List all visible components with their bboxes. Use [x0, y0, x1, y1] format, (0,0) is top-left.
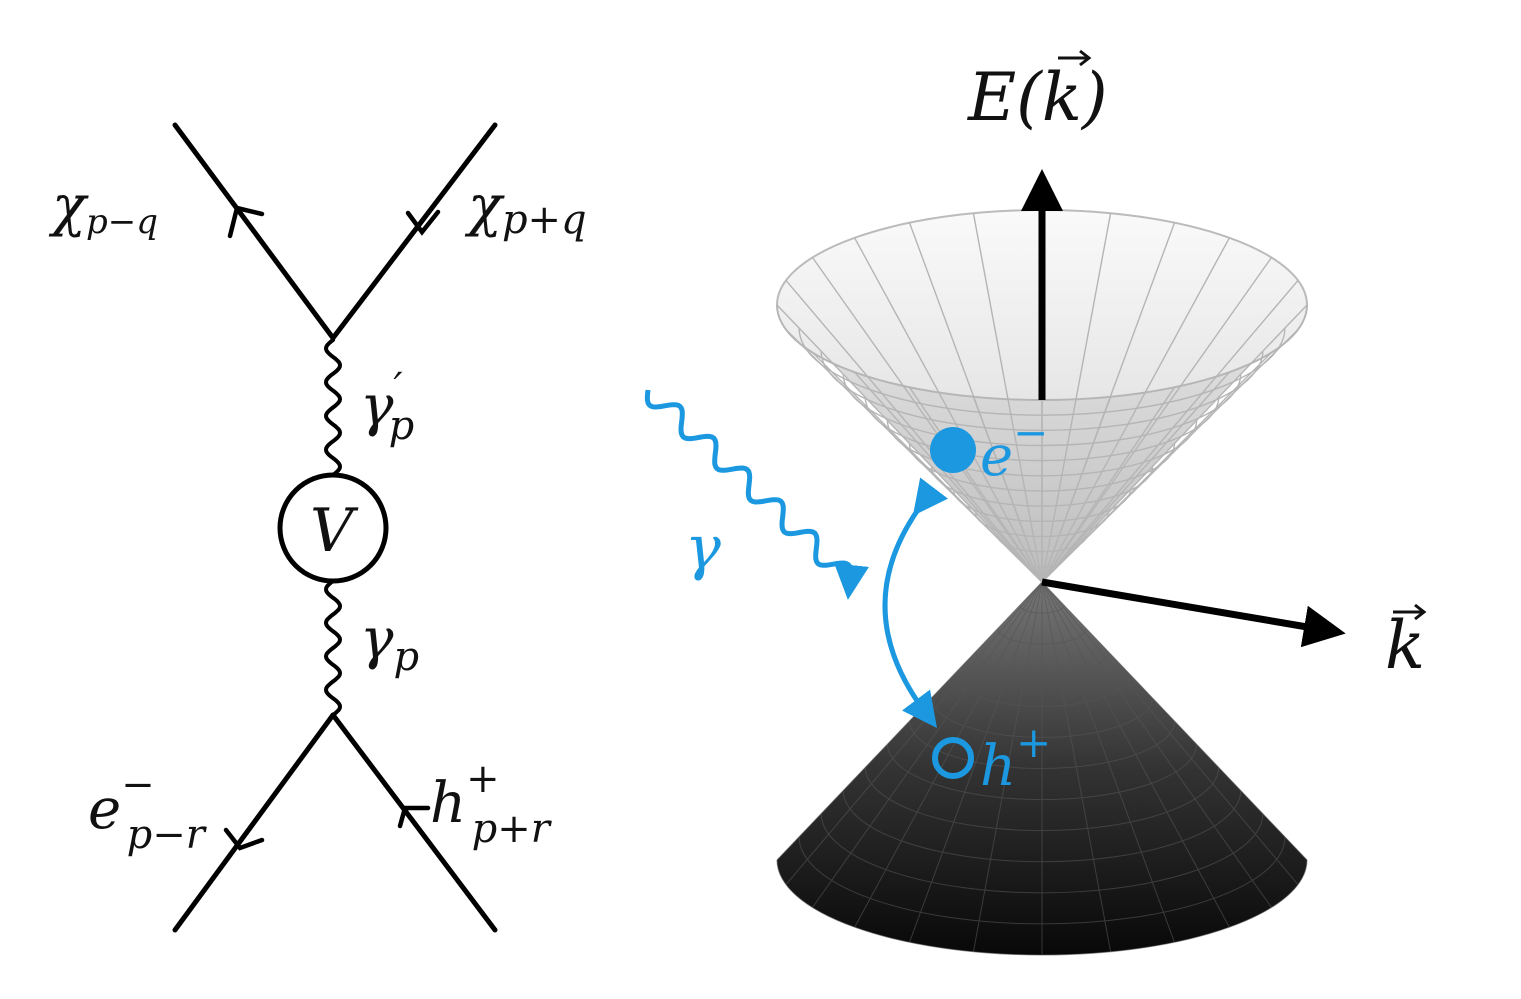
cone-grid-meridian — [1041, 581, 1308, 861]
cone-grid-meridian — [1041, 222, 1176, 583]
electron-label: e− — [980, 408, 1048, 489]
vector-arrow-icon — [1058, 49, 1092, 67]
cone-grid-meridian — [1041, 304, 1308, 583]
fermion-line-chi-plus — [330, 122, 498, 341]
cone-grid-meridian — [785, 279, 1043, 583]
label-chi-plus: χp+q — [464, 174, 587, 243]
cone-grid-meridian — [853, 237, 1043, 583]
fermion-line-chi-minus — [172, 122, 336, 341]
cone-grid-meridian — [1041, 581, 1299, 885]
cone-grid-meridian — [972, 213, 1043, 583]
fermion-line-electron — [172, 712, 336, 933]
vertex-circle — [277, 472, 389, 584]
label-gamma-prime: γ′p — [360, 365, 414, 449]
cone-grid-meridian — [1041, 213, 1112, 583]
label-gamma: γp — [360, 607, 419, 680]
cone-grid-meridian — [1041, 237, 1231, 583]
vector-arrow-icon — [1393, 603, 1427, 621]
cone-grid-meridian — [1041, 257, 1273, 583]
cone-grid-meridian — [1041, 581, 1175, 943]
cone-grid-meridian — [785, 581, 1043, 885]
photon-line-gamma-prime — [323, 338, 343, 477]
vertex-label: V — [310, 496, 359, 566]
arrow-electron-icon — [223, 827, 265, 851]
label-hole: h+p+r — [430, 756, 553, 852]
photon-label: γ — [685, 513, 721, 583]
cone-grid-meridian — [1041, 352, 1272, 583]
photon-line-gamma — [323, 579, 343, 717]
momentum-axis-arrow — [1041, 578, 1346, 648]
cone-grid-meridian — [908, 222, 1043, 583]
cone-grid-meridian — [1041, 371, 1230, 583]
feynman-diagram — [172, 122, 498, 933]
svg-text:k: k — [1385, 607, 1425, 684]
hole-label: h+ — [980, 718, 1051, 799]
cone-grid-meridian — [812, 581, 1043, 908]
cone-grid-meridian — [854, 371, 1043, 583]
cone-grid-meridian — [811, 257, 1043, 583]
cone-grid-meridian — [972, 581, 1043, 952]
label-chi-minus: χp−q — [48, 174, 158, 242]
cone-grid-meridian — [1041, 386, 1176, 583]
excitation-double-arrow — [882, 477, 949, 729]
svg-text:E(k): E(k) — [967, 59, 1108, 136]
cone-grid-meridian — [1041, 581, 1112, 952]
electron-dot — [930, 427, 976, 473]
arrow-chi-minus-icon — [227, 205, 265, 239]
cone-grid-meridian — [854, 581, 1043, 928]
fermion-line-hole — [330, 712, 498, 933]
label-electron: e−p−r — [88, 762, 208, 858]
cone-grid-meridian — [908, 386, 1043, 583]
hole-circle — [932, 737, 974, 779]
arrow-hole-icon — [397, 805, 431, 829]
cone-grid-meridian — [1041, 581, 1230, 928]
momentum-axis-label: k — [1385, 603, 1427, 684]
cone-grid-meridian — [909, 581, 1043, 943]
cone-grid-meridian — [776, 304, 1043, 583]
cone-grid-meridian — [785, 329, 1043, 583]
incoming-photon-wave — [644, 389, 869, 600]
cone-grid-meridian — [1041, 279, 1299, 583]
energy-axis-label: E(k) — [967, 49, 1108, 136]
arrow-chi-plus-icon — [405, 209, 441, 236]
cone-grid-meridian — [1041, 581, 1272, 908]
